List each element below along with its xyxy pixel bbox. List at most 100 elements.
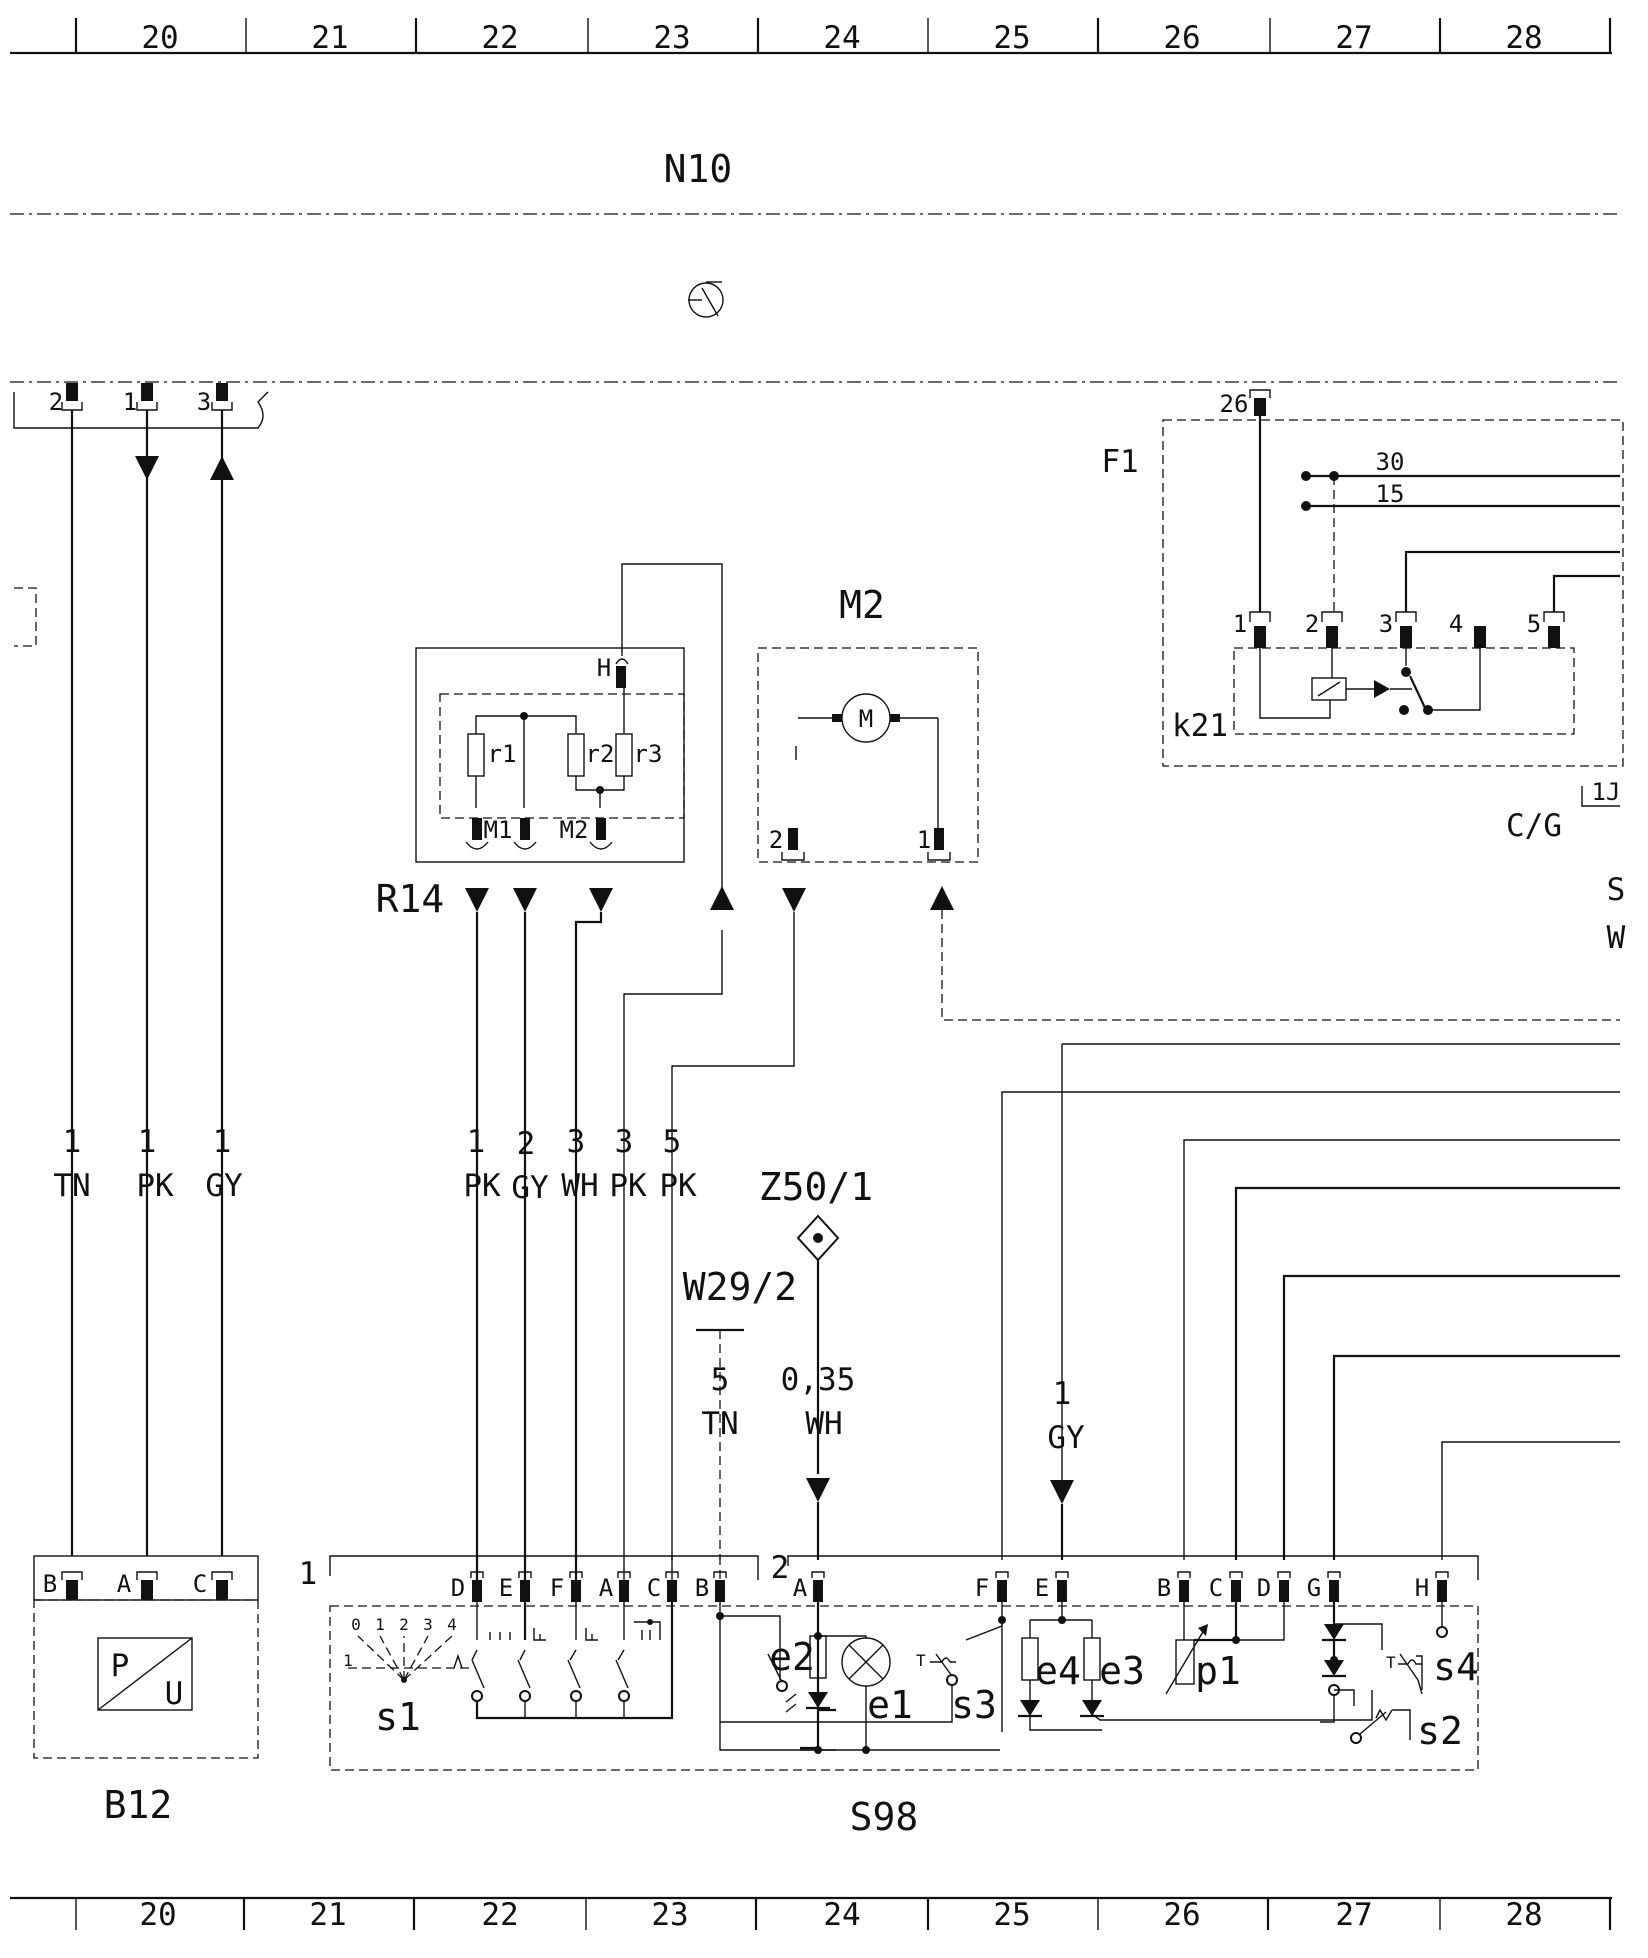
s98-pin-label: E bbox=[499, 1574, 513, 1602]
s98-pin bbox=[995, 1571, 1009, 1602]
resistor-r2-icon bbox=[567, 733, 585, 777]
s98-internal-right bbox=[1320, 1602, 1383, 1723]
k21-pin bbox=[1543, 611, 1565, 648]
m2-pin-label: 2 bbox=[769, 826, 783, 854]
s98-pin-label: B bbox=[1157, 1574, 1171, 1602]
s98-connector-1-label: 1 bbox=[299, 1556, 318, 1592]
k21-label: k21 bbox=[1172, 708, 1228, 744]
top-col-label: 25 bbox=[993, 20, 1030, 56]
wire-gauge: 0,35 bbox=[781, 1362, 856, 1398]
relay-contact-icon bbox=[1390, 648, 1481, 715]
b12-symbol-p: P bbox=[111, 1648, 130, 1684]
element-s1-label: s1 bbox=[375, 1695, 421, 1739]
resistor-label: r1 bbox=[488, 740, 517, 768]
b12-pin bbox=[211, 1571, 233, 1600]
wire-gauge: 1 bbox=[138, 1124, 157, 1160]
led-e4-icon bbox=[1018, 1700, 1042, 1718]
wire-gauge: 3 bbox=[567, 1124, 586, 1160]
potentiometer-p1-icon bbox=[1165, 1602, 1285, 1695]
s98-pin-label: F bbox=[550, 1574, 564, 1602]
switch-position: 0 bbox=[351, 1615, 361, 1634]
switch-s2-icon bbox=[1350, 1708, 1411, 1744]
r14-pin bbox=[589, 818, 613, 850]
wire-right-gy bbox=[1061, 1043, 1620, 1480]
s98-pin bbox=[1055, 1571, 1069, 1602]
relay-coil-icon bbox=[1259, 648, 1390, 719]
s98-pin-label: H bbox=[1415, 1574, 1429, 1602]
b12-label: B12 bbox=[104, 1783, 173, 1827]
s98-label: S98 bbox=[850, 1795, 919, 1839]
b12-pin bbox=[136, 1571, 158, 1600]
wire-gauge: 1 bbox=[467, 1124, 486, 1160]
arrow-down-icon bbox=[135, 456, 159, 480]
k21-pin bbox=[1321, 611, 1343, 648]
b12-box bbox=[33, 1599, 259, 1759]
k21-pin-label: 4 bbox=[1449, 610, 1463, 638]
r14-inner-box bbox=[439, 693, 685, 819]
bottom-col-label: 28 bbox=[1505, 1897, 1542, 1933]
arrow-down-icon bbox=[1050, 1480, 1074, 1504]
bottom-grid-ruler: 20 21 22 23 24 25 26 27 28 bbox=[10, 1896, 1612, 1933]
wire-gauge: 1 bbox=[1053, 1376, 1072, 1412]
resistor-r1-icon bbox=[467, 733, 485, 777]
lamp-e1-icon bbox=[818, 1635, 891, 1750]
m2-pin-1 bbox=[927, 828, 951, 861]
s98-pin bbox=[1435, 1571, 1449, 1602]
motor-icon bbox=[795, 693, 939, 830]
bottom-col-label: 27 bbox=[1335, 1897, 1372, 1933]
s98-internal-left bbox=[716, 1602, 1000, 1754]
s98-connector-2-label: 2 bbox=[771, 1550, 790, 1586]
f1-pin-26-label: 26 bbox=[1220, 390, 1249, 418]
r14-label: R14 bbox=[376, 877, 445, 921]
svg-text:T: T bbox=[916, 1651, 926, 1670]
r14-pin-label: M2 bbox=[560, 816, 589, 844]
r14-pin bbox=[513, 818, 537, 850]
bottom-col-label: 21 bbox=[309, 1897, 346, 1933]
top-col-label: 20 bbox=[141, 20, 178, 56]
cg-bracket bbox=[1581, 786, 1620, 807]
wire-r14-h bbox=[623, 930, 723, 1530]
w29-label: W29/2 bbox=[683, 1265, 797, 1309]
k21-pin bbox=[1474, 626, 1486, 648]
wire-color: PK bbox=[659, 1168, 697, 1204]
wire-color: GY bbox=[205, 1168, 243, 1204]
s98-connector-1-body bbox=[329, 1555, 759, 1580]
element-s3-label: s3 bbox=[951, 1683, 997, 1727]
m2-label: M2 bbox=[839, 583, 885, 627]
n10-pin-1 bbox=[136, 383, 158, 411]
wire-right-c bbox=[1234, 1186, 1620, 1560]
s98-connector-2-body bbox=[787, 1555, 1479, 1580]
switch-position: 4 bbox=[447, 1615, 457, 1634]
bottom-col-label: 23 bbox=[651, 1897, 688, 1933]
s98-pin-label: C bbox=[647, 1574, 661, 1602]
k21-pin-label: 3 bbox=[1379, 610, 1393, 638]
f1-wire-3 bbox=[1404, 550, 1620, 612]
s98-pin-label: G bbox=[1307, 1574, 1321, 1602]
r14-pin bbox=[465, 818, 489, 850]
led-e2-icon bbox=[785, 1692, 830, 1713]
s98-pin-label: C bbox=[1209, 1574, 1223, 1602]
k21-pin bbox=[1249, 611, 1271, 648]
s98-pin-label: E bbox=[1035, 1574, 1049, 1602]
m2-pin-label: 1 bbox=[917, 826, 931, 854]
top-col-label: 26 bbox=[1163, 20, 1200, 56]
led-e3-icon bbox=[1080, 1700, 1104, 1718]
n10-connector-bracket bbox=[13, 391, 269, 429]
bottom-col-label: 26 bbox=[1163, 1897, 1200, 1933]
arrow-down-icon bbox=[465, 888, 489, 912]
resistor-label: r2 bbox=[586, 740, 615, 768]
m2-pin-2 bbox=[781, 828, 805, 861]
edge-label-s: S bbox=[1607, 872, 1626, 908]
s98-pin bbox=[1327, 1571, 1341, 1602]
wire-color: TN bbox=[53, 1168, 90, 1204]
f1-terminal-15: 15 bbox=[1376, 480, 1405, 508]
splice-diamond-icon bbox=[796, 1214, 840, 1262]
wire-gauge: 2 bbox=[517, 1126, 536, 1162]
element-e2-label: e2 bbox=[769, 1635, 815, 1679]
f1-label: F1 bbox=[1101, 444, 1138, 480]
bottom-col-label: 24 bbox=[823, 1897, 860, 1933]
wire-right-b bbox=[1183, 1139, 1620, 1560]
switch-position: 2 bbox=[399, 1615, 409, 1634]
s98-pin-label: B bbox=[695, 1574, 709, 1602]
